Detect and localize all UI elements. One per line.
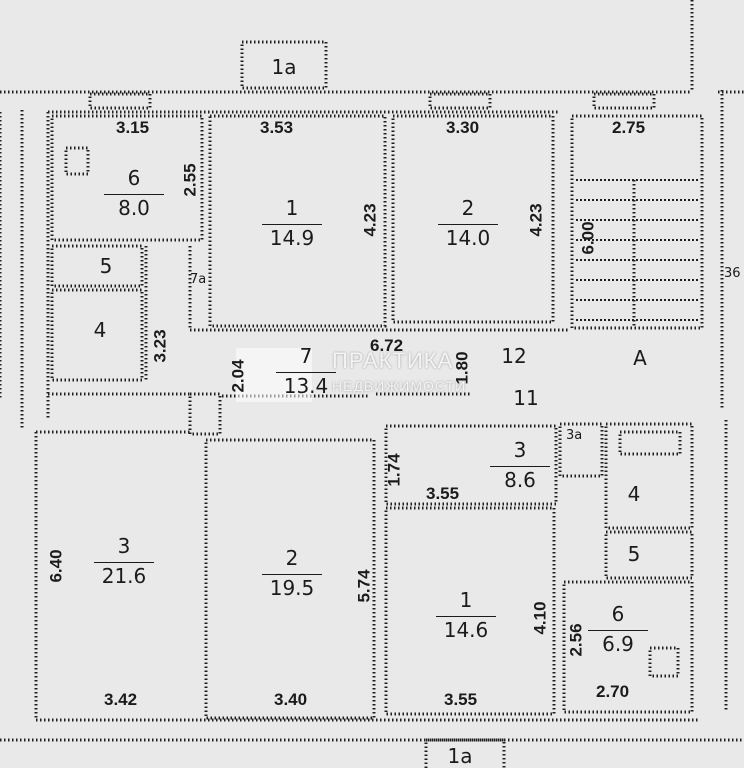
- watermark: ПРАКТИКА НЕДВИЖИМОСТИ: [236, 346, 518, 404]
- room-5-lower-number: 5: [627, 542, 641, 566]
- room-4-lower-number: 4: [627, 482, 641, 506]
- dim-upper-h1: 4.23: [360, 203, 380, 237]
- dim-upper-w2: 3.30: [446, 118, 480, 137]
- room-2-upper-outline: [391, 114, 555, 324]
- marker-12: 12: [501, 344, 527, 368]
- marker-11: 11: [513, 386, 539, 410]
- room-5-lower-outline: [604, 530, 694, 580]
- stair-treads: [576, 179, 700, 321]
- dim-upper-h6: 2.55: [180, 163, 200, 197]
- dim-upper-right-h: 1.80: [452, 351, 472, 385]
- dim-lower-h6: 2.56: [566, 623, 586, 657]
- window-top-3: [592, 92, 656, 110]
- room-2-lower-outline: [204, 438, 376, 720]
- balcony-label-top: 1a: [271, 55, 297, 79]
- dim-upper-w1: 3.53: [260, 118, 294, 137]
- room-6-lower-outline: [562, 580, 694, 714]
- window-top-1: [88, 92, 152, 110]
- room-5-upper-outline: [50, 244, 144, 288]
- room-2-lower-number: 2: [285, 546, 299, 570]
- dim-upper-hall-w: 6.72: [370, 336, 404, 355]
- right-edge-wall: [720, 90, 728, 710]
- room-6-upper-number: 6: [127, 166, 141, 190]
- dim-upper-stair-w: 2.75: [612, 118, 646, 137]
- balcony-label-bottom: 1a: [447, 744, 473, 768]
- room-2-upper-number: 2: [461, 196, 475, 220]
- dim-lower-h3: 6.40: [46, 549, 66, 583]
- watermark-logo: [236, 348, 312, 402]
- room-1-upper-outline: [208, 114, 387, 328]
- room-1-lower-number: 1: [459, 588, 473, 612]
- dim-lower-h2: 5.74: [354, 569, 374, 603]
- hall-3-lower-area: 8.6: [490, 466, 550, 492]
- watermark-title: ПРАКТИКА: [332, 348, 454, 373]
- upper-outer-wall: [20, 110, 560, 430]
- room-4-lower-outline: [604, 422, 694, 530]
- room-3a-number: 3a: [566, 428, 583, 443]
- dim-upper-stair-h: 6.00: [578, 221, 598, 255]
- dim-upper-h2: 4.23: [526, 203, 546, 237]
- lower-outer-wall: [34, 430, 700, 722]
- watermark-subtitle: НЕДВИЖИМОСТИ: [332, 378, 467, 394]
- dim-upper-hall-h: 2.04: [228, 359, 248, 393]
- dim-upper-bath-h: 3.23: [150, 329, 170, 363]
- balcony-top: [240, 40, 328, 90]
- room-3a-outline: [558, 422, 604, 478]
- room-1-lower-outline: [384, 506, 556, 716]
- room-1-upper-area: 14.9: [262, 224, 322, 250]
- dim-lower-w3: 3.42: [104, 690, 138, 709]
- room-4-upper-number: 4: [93, 318, 107, 342]
- side-number-label: 36: [724, 266, 741, 281]
- room-1-lower-area: 14.6: [436, 616, 496, 642]
- stair-outline: [570, 114, 704, 330]
- room-1-upper-number: 1: [285, 196, 299, 220]
- dim-lower-hall-w: 3.55: [426, 484, 460, 503]
- shaft-outline: [188, 392, 222, 436]
- room-5-upper-number: 5: [99, 254, 113, 278]
- stair-label: A: [633, 346, 647, 370]
- room-2-lower-area: 19.5: [262, 574, 322, 600]
- dim-lower-h1: 4.10: [530, 601, 550, 635]
- window-top-2: [428, 92, 492, 110]
- hall-3-lower-number: 3: [513, 438, 527, 462]
- room-6-lower-number: 6: [611, 602, 625, 626]
- dim-upper-w6: 3.15: [116, 118, 150, 137]
- balcony-bottom: [0, 738, 744, 768]
- dim-lower-hall-h: 1.74: [384, 453, 404, 487]
- room-2-upper-area: 14.0: [438, 224, 498, 250]
- room-6-lower-area: 6.9: [588, 630, 648, 656]
- room-6-upper-outline: [50, 114, 204, 242]
- room-4-upper-outline: [50, 288, 144, 382]
- appliance-box-2: [64, 146, 90, 176]
- dim-lower-w6: 2.70: [596, 682, 630, 701]
- dim-lower-w1: 3.55: [444, 690, 478, 709]
- exterior-wall-top: [0, 0, 694, 94]
- hall-3-lower-outline: [384, 424, 558, 506]
- room-7a-number: 7a: [190, 272, 207, 287]
- appliance-box: [618, 430, 682, 456]
- room-7-upper-number: 7: [299, 344, 313, 368]
- dim-lower-w2: 3.40: [274, 690, 308, 709]
- room-6-upper-area: 8.0: [104, 194, 164, 220]
- room-3-lower-number: 3: [117, 534, 131, 558]
- appliance-box-3: [648, 646, 680, 678]
- room-3-lower-area: 21.6: [94, 562, 154, 588]
- room-7-upper-area: 13.4: [276, 372, 336, 398]
